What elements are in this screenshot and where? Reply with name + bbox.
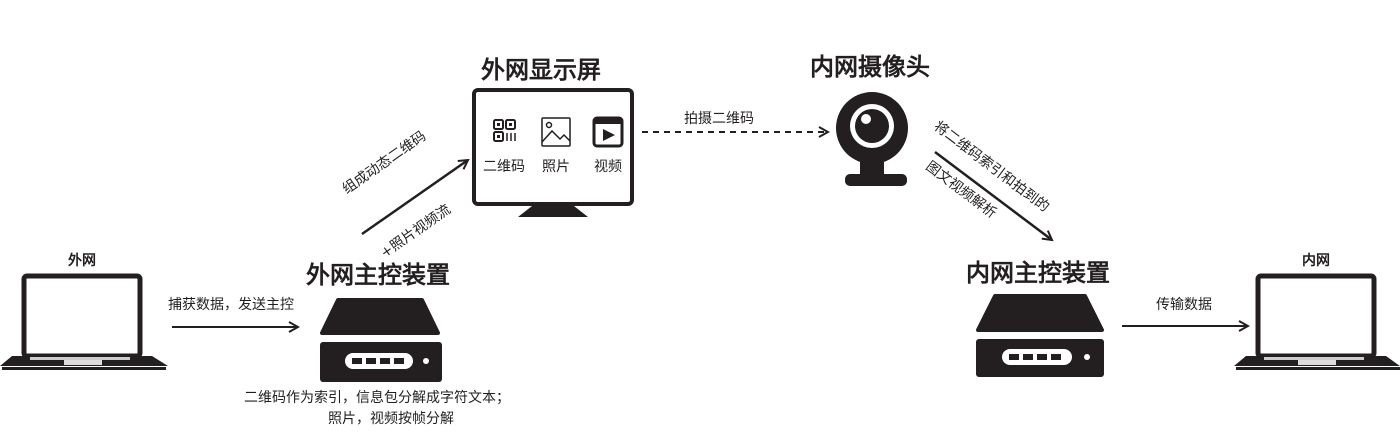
display-item-label-video: 视频 xyxy=(594,159,622,175)
display-item-label-qr: 二维码 xyxy=(483,159,525,175)
right-device-title: 内网主控装置 xyxy=(966,259,1110,287)
arrow-transfer-label: 传输数据 xyxy=(1156,297,1212,313)
monitor-icon xyxy=(472,88,634,217)
arrow-shoot-label: 拍摄二维码 xyxy=(684,111,754,127)
laptop-icon-right xyxy=(1234,273,1400,370)
laptop-icon-left xyxy=(0,273,168,370)
qr-code-icon xyxy=(493,119,516,142)
right-laptop-label: 内网 xyxy=(1302,253,1330,269)
controller-device-icon-right xyxy=(976,294,1104,377)
left-laptop-label: 外网 xyxy=(68,253,96,269)
image-icon xyxy=(541,117,571,147)
camera-title: 内网摄像头 xyxy=(810,53,930,81)
display-title: 外网显示屏 xyxy=(481,56,601,84)
left-device-caption-line1: 二维码作为索引，信息包分解成字符文本； xyxy=(244,390,510,406)
controller-device-icon-left xyxy=(320,298,442,382)
arrow-compose xyxy=(361,160,468,236)
webcam-icon xyxy=(836,92,908,186)
arrow-parse xyxy=(934,151,1052,240)
display-item-label-image: 照片 xyxy=(542,159,570,175)
left-device-caption-line2: 照片，视频按帧分解 xyxy=(328,411,454,427)
video-icon xyxy=(592,116,624,148)
arrow-capture-label: 捕获数据，发送主控 xyxy=(168,297,294,313)
left-device-title: 外网主控装置 xyxy=(306,261,450,289)
